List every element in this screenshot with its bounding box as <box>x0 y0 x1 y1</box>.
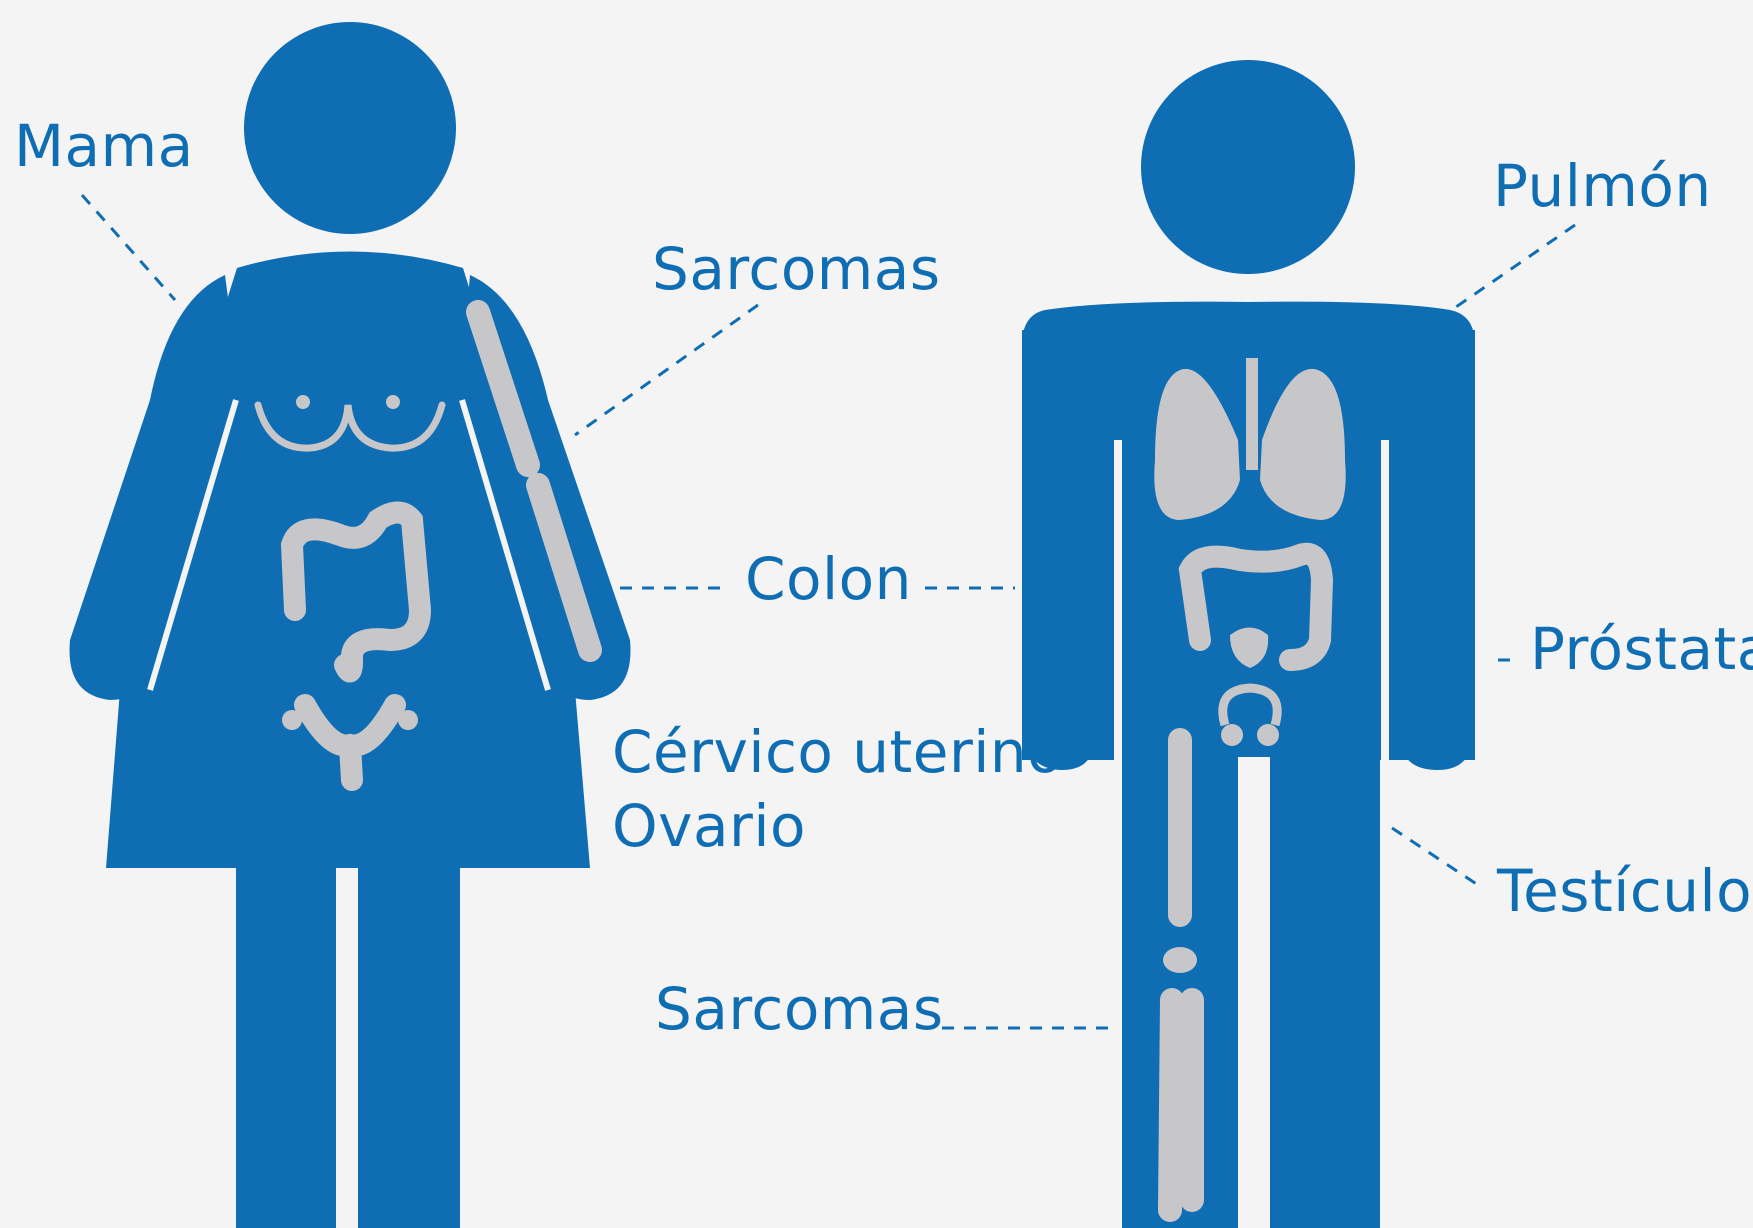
man-head <box>1141 60 1355 274</box>
label-colon: Colon <box>745 550 912 608</box>
label-mama: Mama <box>14 117 194 175</box>
man-left-arm <box>1022 330 1095 770</box>
woman-figure <box>70 22 631 1228</box>
label-ovario: Ovario <box>612 797 806 855</box>
man-right-arm <box>1400 330 1475 770</box>
label-sarcomas-arm: Sarcomas <box>652 240 941 298</box>
woman-head <box>244 22 456 234</box>
label-testiculos: Testículos <box>1497 862 1753 920</box>
label-cervico-uterino: Cérvico uterino <box>612 723 1063 781</box>
label-prostata: Próstata <box>1530 620 1753 678</box>
woman-right-leg <box>358 866 460 1228</box>
woman-left-leg <box>236 866 336 1228</box>
label-sarcomas-leg: Sarcomas <box>655 980 944 1038</box>
label-pulmon: Pulmón <box>1493 157 1712 215</box>
man-right-leg <box>1270 755 1380 1228</box>
